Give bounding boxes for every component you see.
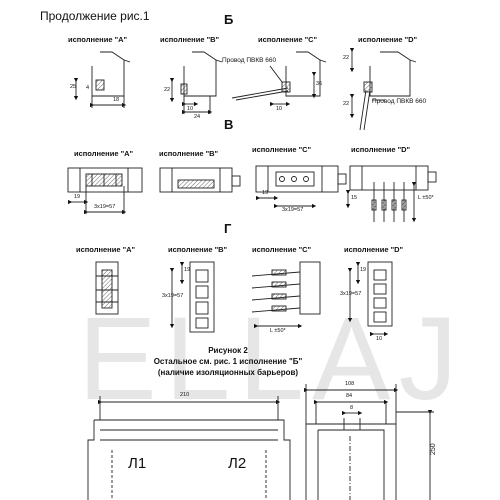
drawing-v-d [349, 165, 437, 223]
variant-label-d-row3: исполнение "D" [344, 245, 404, 254]
dim-v-c-pitch: 19 [262, 190, 269, 196]
dim-b-a-h: 25 [70, 84, 77, 90]
wire-label-d: Провод ПВКВ 660 [372, 98, 427, 105]
dim-g-d-10: 10 [376, 336, 383, 342]
section-letter-v: В [224, 117, 234, 132]
drawing-g-d [347, 261, 393, 337]
drawing-v-c [255, 165, 351, 209]
section-letter-b: Б [224, 12, 234, 27]
drawing-g-c [251, 261, 321, 329]
figure-caption-line2: Остальное см. рис. 1 исполнение "Б" [153, 357, 303, 366]
page-title: Продолжение рис.1 [40, 9, 150, 23]
drawing-b-c [231, 51, 327, 107]
bottom-side-view [303, 384, 434, 500]
dim-width-8: 8 [350, 405, 354, 411]
dim-b-d-top: 22 [343, 55, 350, 61]
drawing-b-b [169, 51, 223, 115]
variant-label-d-row2: исполнение "D" [351, 145, 411, 154]
drawing-g-a [95, 261, 119, 315]
watermark-text: ELLAJ [78, 293, 466, 425]
dim-b-d-h: 22 [343, 101, 350, 107]
dim-v-a-span: 3x19=57 [94, 204, 116, 210]
bottom-front-view [87, 396, 291, 500]
variant-label-a-row1: исполнение "А" [68, 35, 128, 44]
dim-b-b-w: 10 [187, 106, 194, 112]
variant-label-d-row1: исполнение "D" [358, 35, 418, 44]
dim-b-b-h: 22 [164, 87, 171, 93]
terminal-label-l1: Л1 [128, 455, 147, 472]
figure-caption-title: Рисунок 2 [208, 346, 248, 355]
dim-height-250: 250 [430, 443, 437, 455]
dim-v-d-len: L ±50* [418, 195, 434, 201]
variant-label-c-row2: исполнение "С" [252, 145, 312, 154]
dim-b-c-w: 10 [276, 106, 283, 112]
section-letter-g: Г [224, 221, 232, 236]
dim-v-c-span: 3x19=57 [282, 207, 304, 213]
dim-g-d-span: 3x19=57 [340, 291, 362, 297]
variant-label-b-row2: исполнение "В" [159, 149, 219, 158]
variant-label-a-row3: исполнение "А" [76, 245, 136, 254]
dim-width-84: 84 [346, 393, 353, 399]
dim-g-b-span: 3x19=57 [162, 293, 184, 299]
variant-label-b-row1: исполнение "В" [160, 35, 220, 44]
dim-width-108: 108 [345, 381, 355, 387]
dim-g-d-19: 19 [360, 267, 367, 273]
terminal-label-l2: Л2 [228, 455, 247, 472]
variant-label-a-row2: исполнение "А" [74, 149, 134, 158]
variant-label-c-row1: исполнение "С" [258, 35, 318, 44]
dim-g-b-19: 19 [184, 267, 191, 273]
dim-width-main: 210 [180, 392, 190, 398]
wire-label-c: Провод ПВКВ 660 [222, 57, 277, 64]
drawing-v-b [159, 167, 241, 193]
drawing-g-b [169, 261, 215, 333]
variant-label-c-row3: исполнение "С" [252, 245, 312, 254]
dim-b-b-w2: 24 [194, 114, 201, 120]
variant-label-b-row3: исполнение "В" [168, 245, 228, 254]
dim-g-c-len: L ±50* [270, 328, 286, 334]
drawing-b-d [349, 47, 417, 131]
dim-v-c-h: 15 [351, 195, 358, 201]
dim-b-a-w: 18 [113, 97, 120, 103]
dim-v-a-pitch: 19 [74, 194, 81, 200]
drawing-b-a [73, 51, 131, 108]
drawing-v-a [67, 167, 143, 215]
dim-b-c-h: 36 [316, 81, 323, 87]
figure-caption-line3: (наличие изоляционных барьеров) [157, 368, 299, 377]
dim-b-a-h2: 4 [86, 85, 90, 91]
